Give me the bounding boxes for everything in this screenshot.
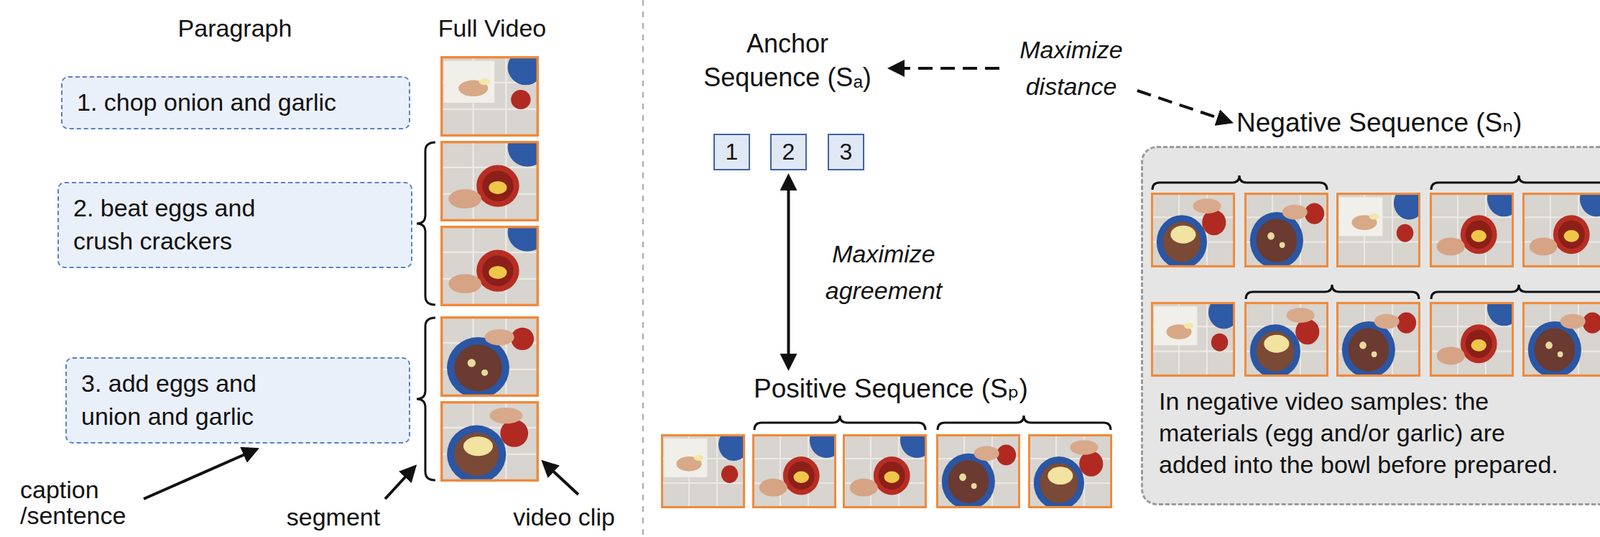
annotation-label: Full Video <box>434 14 550 43</box>
caption-box: 1. chop onion and garlic <box>61 76 411 130</box>
node-text: 1. chop onion and garlic <box>76 86 393 120</box>
video-frame <box>1336 186 1425 268</box>
caption-box: 3. add eggs and union and garlic <box>65 357 411 444</box>
video-frame <box>440 49 544 137</box>
sequence-heading: Positive Sequence (Sₚ) <box>753 373 1029 405</box>
node-text: 1 <box>725 137 739 166</box>
segment-brace <box>937 415 1111 430</box>
annotation-label: Paragraph <box>163 14 307 43</box>
segment-brace <box>754 415 926 430</box>
negative-frames <box>1150 180 1600 378</box>
video-frame <box>660 428 750 508</box>
index-box: 3 <box>827 133 865 171</box>
sequence-heading: Anchor Sequence (Sₐ) <box>690 27 885 95</box>
video-frame <box>1522 180 1600 268</box>
video-frame <box>752 422 844 508</box>
leader-arrow <box>143 451 252 499</box>
video-frame <box>1150 296 1240 377</box>
node-text: Negative Sequence (Sₙ) <box>1236 107 1522 139</box>
segment-brace <box>1245 284 1419 299</box>
segment-brace <box>1431 284 1600 299</box>
positive-frames <box>660 422 1113 511</box>
leader-lines <box>143 451 579 499</box>
leader-arrow <box>547 465 579 495</box>
segment-brace <box>416 317 436 480</box>
video-frame <box>1150 192 1236 269</box>
negative-panel: Negative Sequence (Sₙ)In negative video … <box>1140 145 1600 506</box>
annotation-label: segment <box>283 502 384 531</box>
video-frame <box>440 127 547 222</box>
video-frame <box>1429 180 1521 268</box>
panel-fill <box>1141 146 1600 505</box>
node-text: In negative video samples: the materials… <box>1158 385 1569 481</box>
video-frame <box>1244 192 1329 269</box>
edge-label: Maximize agreement <box>811 234 956 311</box>
segment-brace <box>416 142 436 305</box>
video-frame <box>842 422 934 508</box>
node-text: Positive Sequence (Sₚ) <box>753 373 1029 405</box>
video-frame <box>1522 301 1600 378</box>
video-frame <box>936 433 1021 510</box>
brace-group <box>416 142 1600 480</box>
node-text: 2. beat eggs and crush crackers <box>73 191 289 258</box>
node-text: 2 <box>782 137 796 166</box>
video-frame <box>1028 433 1113 510</box>
node-text: 3 <box>839 137 853 166</box>
video-frame <box>1336 301 1421 378</box>
segment-brace <box>1152 175 1327 190</box>
caption-box: 2. beat eggs and crush crackers <box>57 181 413 268</box>
segment-brace <box>1431 175 1600 190</box>
leader-arrow <box>385 470 411 499</box>
video-column <box>440 49 547 483</box>
index-box: 2 <box>770 133 807 171</box>
index-box: 1 <box>713 133 751 171</box>
video-frame <box>440 212 547 307</box>
connector <box>787 181 791 363</box>
edge-label: Maximize distance <box>1006 30 1136 107</box>
node-text: Anchor Sequence (Sₐ) <box>690 27 885 95</box>
video-frame <box>1244 301 1329 378</box>
node-text: 3. add eggs and union and garlic <box>81 367 297 434</box>
annotation-label: video clip <box>506 502 622 531</box>
video-frame <box>1429 289 1521 377</box>
annotation-label: caption /sentence <box>20 477 146 529</box>
video-frame <box>440 400 539 483</box>
panel-divider <box>642 0 644 537</box>
video-frame <box>440 316 539 399</box>
